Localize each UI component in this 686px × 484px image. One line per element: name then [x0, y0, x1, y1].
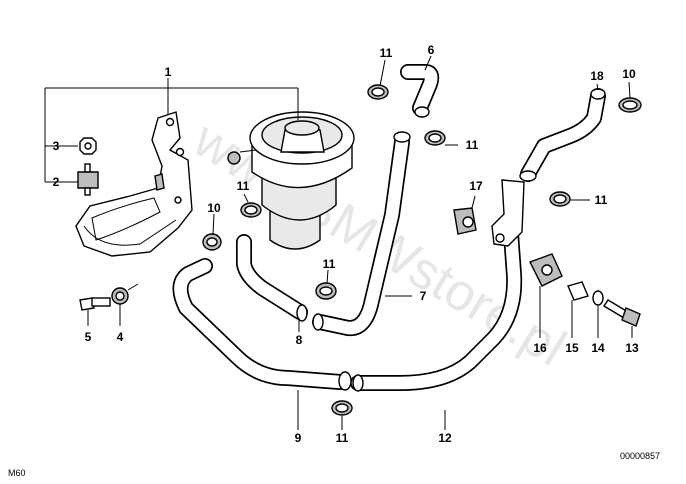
nut-part-4 [111, 283, 139, 305]
mounting-bracket [75, 111, 193, 257]
label-5: 5 [85, 330, 92, 344]
clamp-10-right [618, 97, 642, 113]
bolt-part-5 [79, 297, 111, 311]
label-9: 9 [295, 431, 302, 445]
label-11-pump: 11 [237, 179, 250, 193]
label-10-left: 10 [207, 201, 221, 215]
label-1: 1 [165, 65, 172, 79]
label-3: 3 [53, 139, 60, 153]
clamp-11-upper-right [424, 130, 446, 146]
label-13: 13 [625, 341, 639, 355]
valve-body [491, 179, 525, 247]
label-4: 4 [117, 330, 124, 344]
label-10-right: 10 [622, 67, 636, 81]
label-16: 16 [533, 341, 547, 355]
diagram-id-right: 00000857 [620, 451, 660, 461]
clamp-10-left [202, 233, 222, 251]
label-7: 7 [420, 289, 427, 303]
label-8: 8 [296, 333, 303, 347]
label-15: 15 [565, 341, 579, 355]
diagram-id-left: M60 [8, 468, 26, 478]
clamp-11-top [367, 84, 389, 100]
clamp-11-bottom [331, 400, 353, 416]
rubber-mount-part-2 [77, 163, 99, 196]
label-17: 17 [469, 179, 483, 193]
label-11-top: 11 [380, 46, 393, 60]
leader-lines [44, 55, 633, 430]
label-12: 12 [438, 431, 452, 445]
clamp-11-pump [240, 202, 262, 218]
label-14: 14 [591, 341, 605, 355]
label-6: 6 [428, 43, 435, 57]
label-11-middle: 11 [323, 257, 336, 271]
air-pump [227, 111, 355, 250]
clamp-11-middle [315, 282, 337, 300]
screw-part-13 [603, 299, 641, 327]
clamp-11-right [549, 191, 571, 207]
part-16 [529, 253, 563, 287]
label-2: 2 [53, 175, 60, 189]
sensor-part-17 [453, 207, 477, 235]
label-11-bottom: 11 [336, 431, 349, 445]
label-18: 18 [590, 69, 604, 83]
nut-part-3 [79, 137, 97, 155]
label-11-right: 11 [595, 193, 608, 207]
label-11-upper-right: 11 [466, 138, 479, 152]
part-15 [567, 281, 589, 301]
washer-part-14 [592, 290, 604, 306]
